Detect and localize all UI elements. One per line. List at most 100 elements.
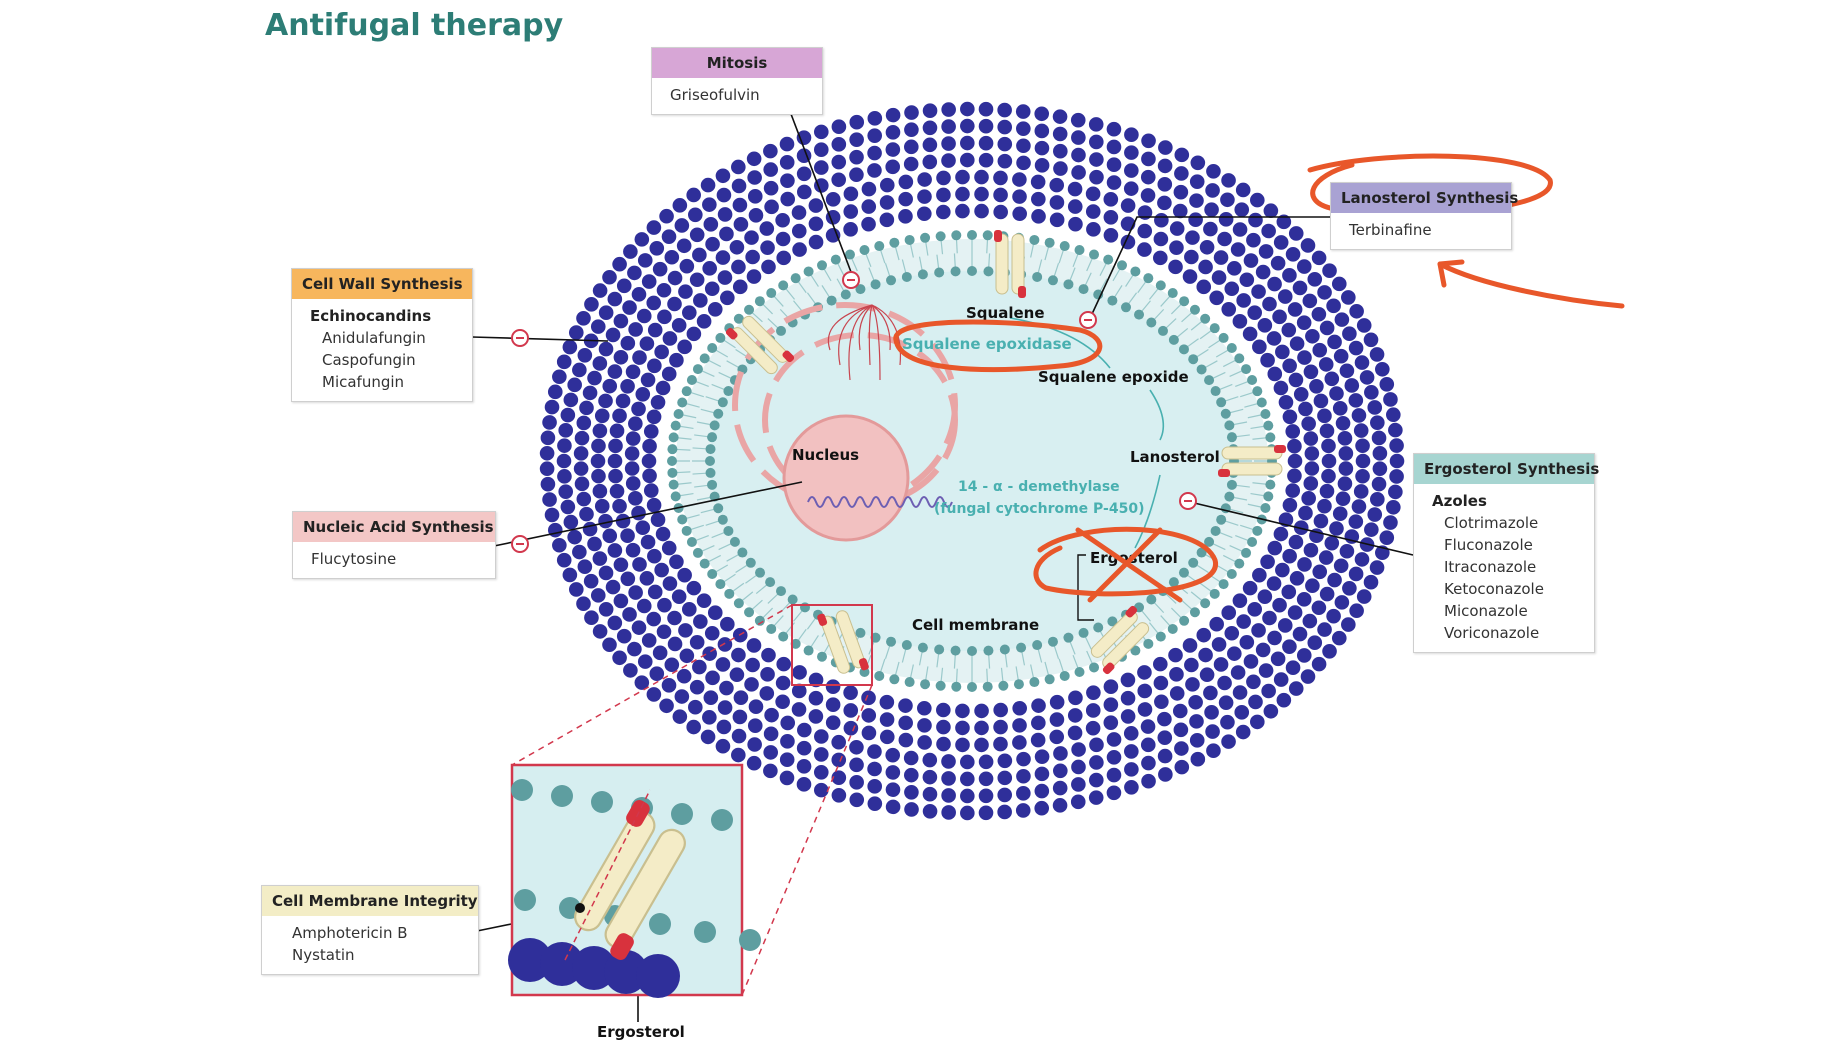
wall-bead — [922, 803, 938, 819]
wall-bead — [763, 726, 779, 742]
cell-wall-drugs: Echinocandins Anidulafungin Caspofungin … — [292, 299, 472, 401]
wall-bead — [623, 663, 638, 678]
channel-half — [1011, 233, 1025, 295]
wall-bead — [903, 767, 919, 783]
wall-bead — [622, 300, 637, 315]
lipid-head — [901, 640, 912, 651]
lipid-head — [967, 646, 977, 656]
wall-bead — [1157, 711, 1172, 727]
wall-bead — [1287, 468, 1302, 484]
wall-bead — [612, 256, 627, 272]
wall-bead — [796, 759, 812, 774]
wall-bead — [936, 719, 951, 735]
lipid-head — [715, 332, 726, 343]
drug-nystatin: Nystatin — [292, 946, 355, 964]
wall-bead — [763, 143, 778, 159]
lipid-head — [904, 677, 915, 688]
wall-bead — [1204, 705, 1219, 720]
wall-bead — [731, 647, 746, 663]
channel-cap — [610, 933, 634, 960]
wall-bead — [632, 557, 647, 572]
wall-bead — [1255, 642, 1271, 658]
wall-bead — [779, 136, 795, 152]
label-inset-ergosterol: Ergosterol — [597, 1023, 685, 1041]
wall-bead — [1158, 767, 1173, 782]
wall-bead — [1267, 540, 1283, 556]
wall-bead — [1189, 733, 1205, 748]
wall-bead — [590, 319, 606, 334]
wall-bead — [693, 293, 708, 308]
wall-bead — [642, 468, 657, 484]
wall-bead — [671, 589, 687, 604]
wall-bead — [1232, 222, 1248, 237]
lanosterol-drugs: Terbinafine — [1331, 213, 1511, 249]
pathway-arrow — [1009, 317, 1111, 369]
wall-bead — [1140, 169, 1156, 185]
wall-bead — [556, 453, 572, 469]
lipid-head — [715, 579, 726, 590]
lipid-head — [733, 313, 744, 324]
wall-bead — [974, 737, 989, 753]
wall-bead — [641, 274, 657, 289]
wall-bead — [572, 544, 587, 560]
wall-bead — [879, 212, 895, 228]
channel-cap — [858, 658, 869, 671]
lipid-head — [967, 266, 977, 276]
wall-bead — [1232, 314, 1248, 329]
lipid-head — [724, 588, 735, 599]
wall-bead — [1296, 259, 1312, 274]
wall-bead — [556, 354, 572, 370]
lipid-head — [1260, 409, 1271, 420]
wall-bead — [1351, 499, 1367, 514]
wall-bead — [1242, 580, 1258, 596]
cell-membrane-integrity-box: Cell Membrane Integrity Amphotericin B N… — [261, 885, 479, 975]
lipid-head — [1047, 636, 1058, 647]
wall-bead — [547, 384, 563, 400]
wall-bead — [1354, 355, 1370, 370]
wall-bead — [746, 151, 762, 167]
wall-bead — [692, 247, 707, 263]
cross-ergosterol — [1087, 527, 1163, 603]
channel-half — [1221, 446, 1283, 460]
wall-bead — [732, 197, 748, 213]
wall-bead — [563, 514, 579, 530]
wall-bead — [764, 707, 779, 723]
wall-bead — [1012, 718, 1027, 733]
wall-bead — [1282, 548, 1297, 564]
wall-bead — [1174, 759, 1190, 775]
wall-bead — [797, 722, 812, 738]
wall-bead — [674, 689, 690, 704]
wall-bead — [1270, 255, 1286, 271]
wall-bead — [1221, 605, 1237, 620]
wall-bead — [613, 313, 629, 329]
wall-bead — [813, 765, 829, 780]
lipid-head — [870, 632, 881, 643]
wall-bead — [1275, 562, 1290, 578]
wall-bead — [1317, 622, 1332, 637]
wall-bead — [1255, 264, 1271, 280]
wall-bead — [1209, 290, 1224, 306]
lipid-head — [717, 397, 728, 408]
wall-bead — [1189, 193, 1204, 208]
wall-bead — [1196, 279, 1212, 295]
wall-bead — [717, 637, 733, 652]
wall-bead — [602, 528, 618, 544]
wall-bead — [1103, 192, 1119, 207]
wall-bead — [1247, 305, 1262, 320]
wall-bead — [542, 492, 557, 507]
wall-bead — [941, 788, 956, 803]
lipid-head — [826, 295, 837, 306]
wall-bead — [650, 394, 666, 410]
wall-bead — [628, 491, 643, 506]
wall-bead — [1353, 423, 1369, 438]
wall-bead — [1379, 376, 1395, 392]
wall-bead — [594, 498, 610, 514]
wall-bead — [831, 172, 847, 188]
wall-bead — [1221, 173, 1236, 188]
wall-bead — [1324, 535, 1340, 551]
lipid-head — [1263, 420, 1274, 431]
wall-bead — [746, 638, 762, 653]
wall-bead — [667, 610, 682, 626]
wall-bead — [1199, 667, 1215, 683]
wall-bead — [1321, 453, 1337, 469]
